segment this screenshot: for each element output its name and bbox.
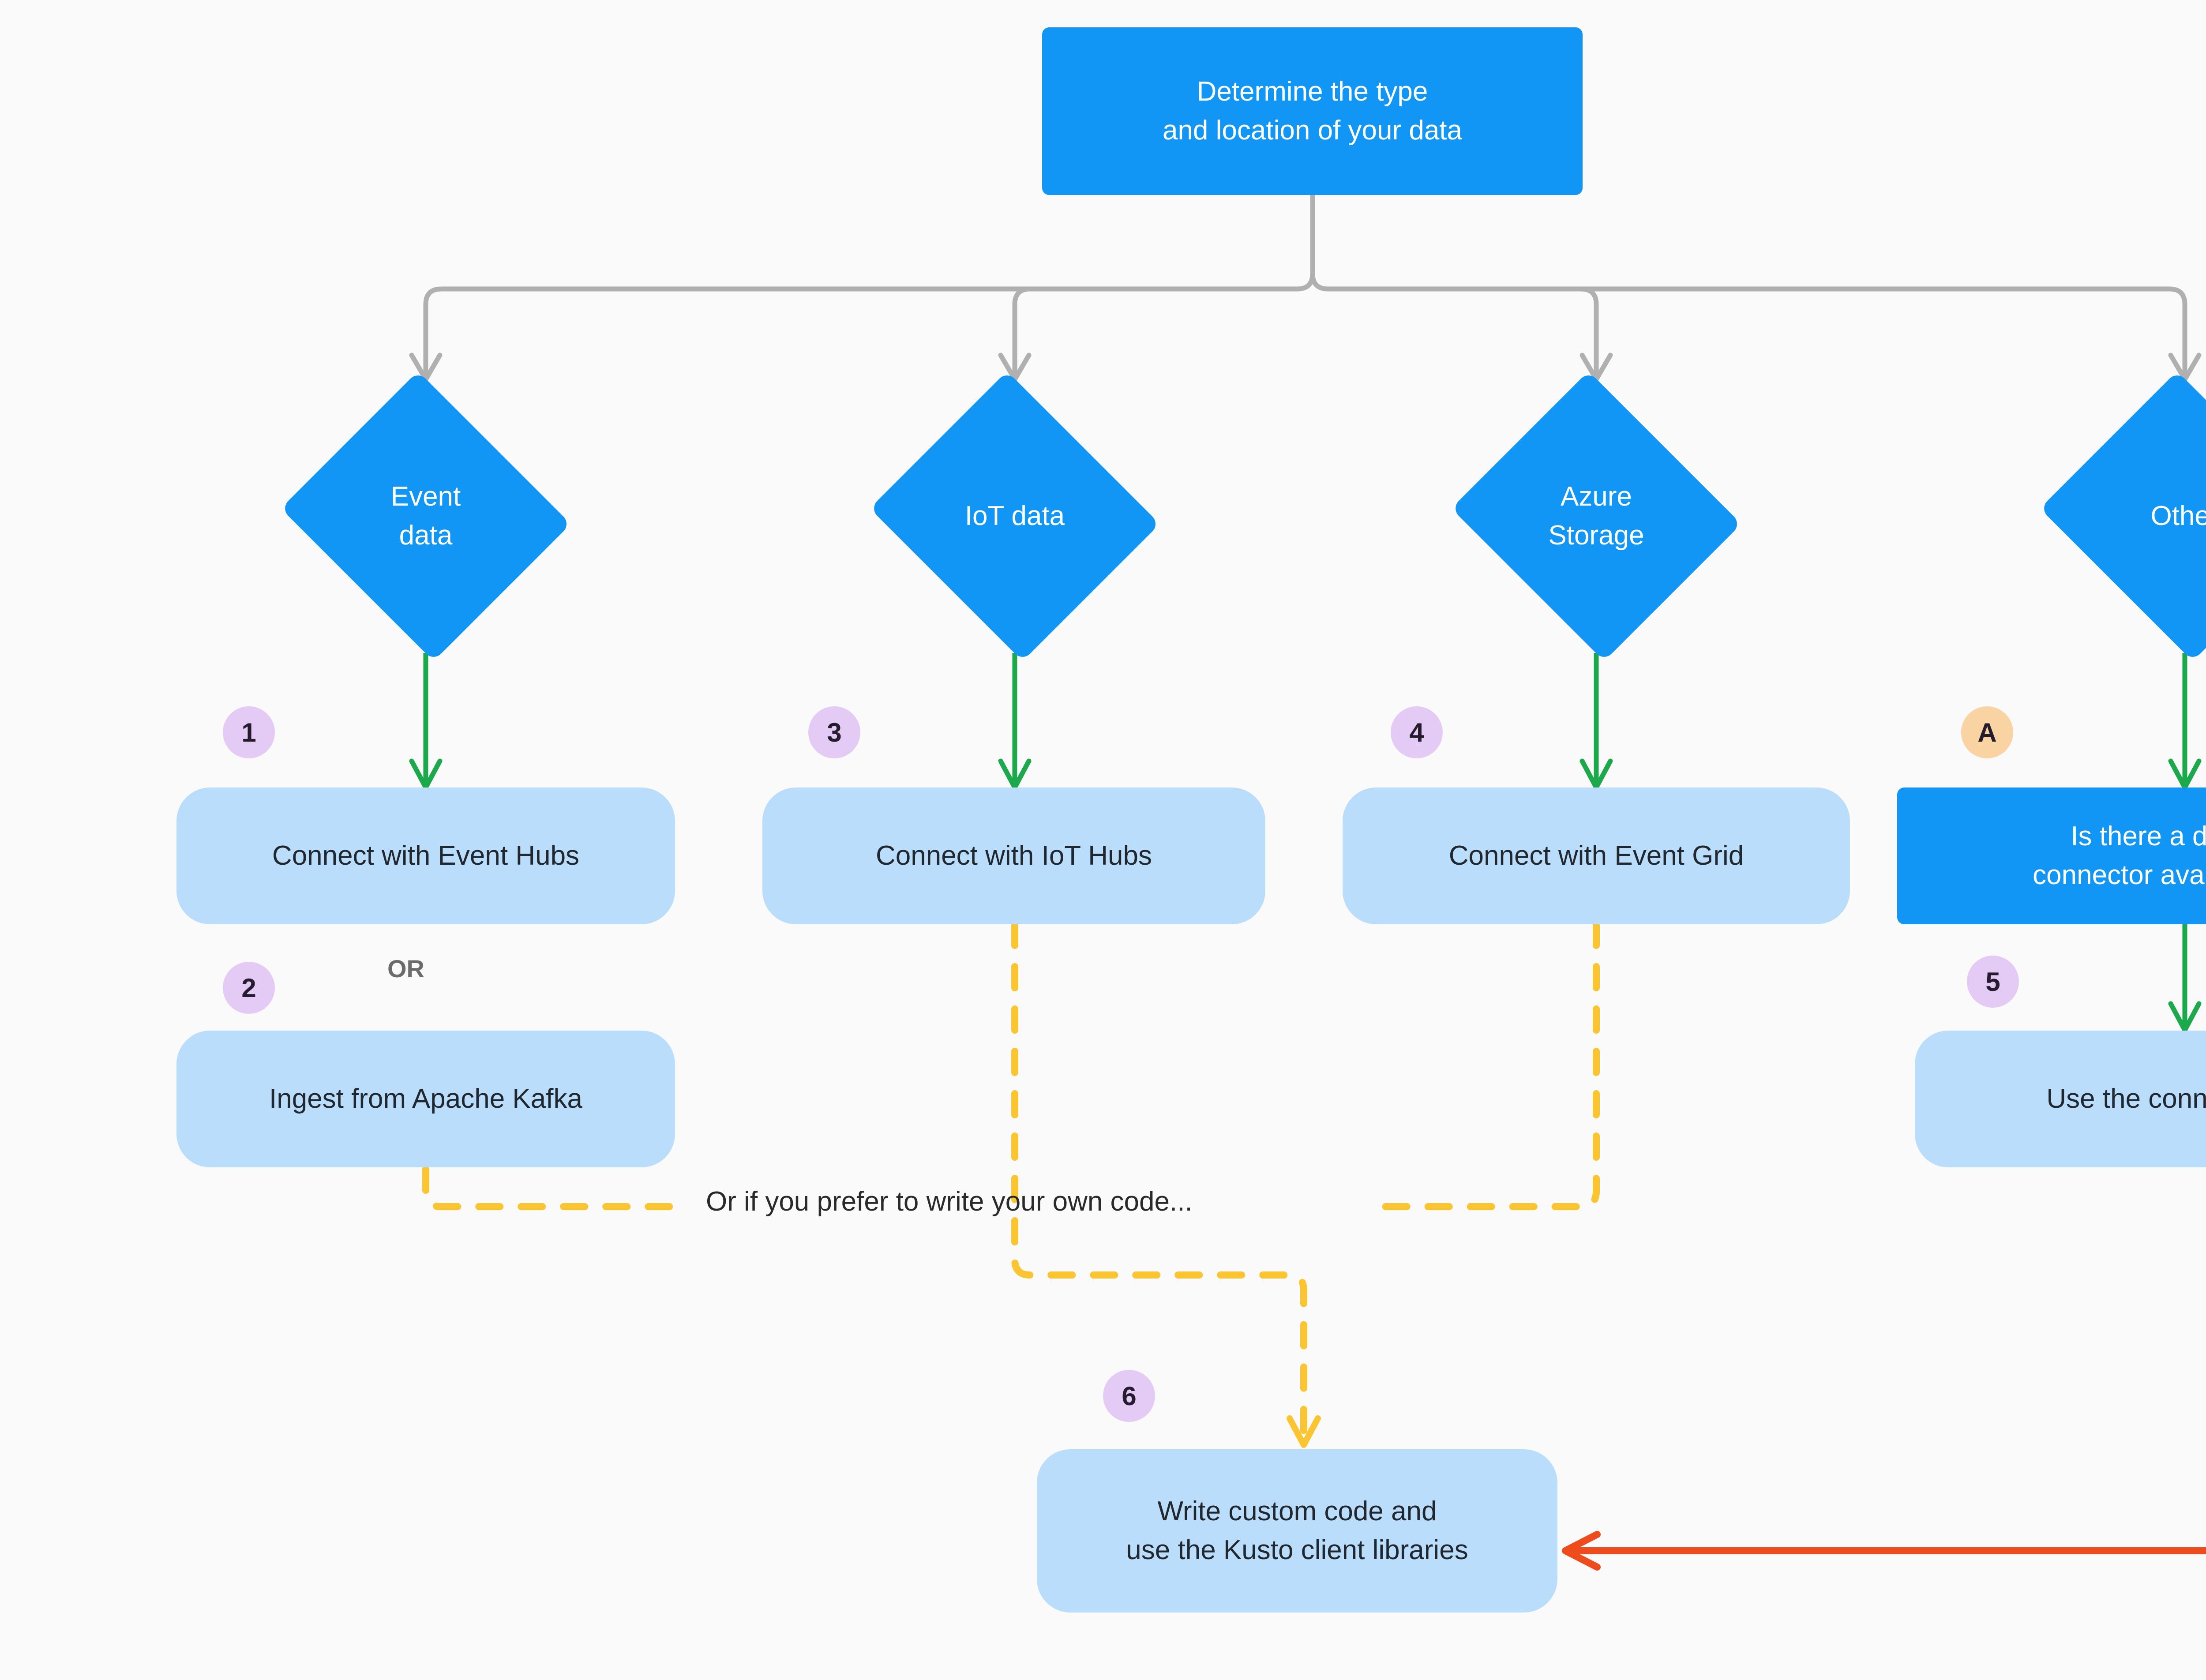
badge-step-2[interactable]: 2 (223, 962, 275, 1014)
node-data-connector-available[interactable]: Is there a data connector available? (1897, 788, 2206, 924)
node-connect-event-hubs-label: Connect with Event Hubs (272, 840, 580, 871)
edge-bus-right (1328, 286, 2187, 377)
node-event-data-label: Event data (390, 481, 461, 551)
node-data-connector-available-label: Is there a data connector available? (2033, 821, 2206, 890)
node-connect-iot-hubs[interactable]: Connect with IoT Hubs (762, 788, 1265, 924)
arrowhead-question (2168, 758, 2202, 790)
badge-step-5-label: 5 (1985, 967, 2000, 997)
edge-grid-dashed (1373, 921, 1600, 1210)
edge-bus-to-azure (1328, 286, 1599, 377)
node-other[interactable]: Other (2033, 371, 2206, 661)
node-azure-storage[interactable]: Azure Storage (1444, 371, 1748, 661)
node-connect-event-hubs[interactable]: Connect with Event Hubs (176, 788, 675, 924)
edge-root-stem (1310, 194, 1328, 292)
edge-bus-left (423, 286, 1297, 377)
badge-step-a-label: A (1977, 717, 1997, 747)
node-ingest-apache-kafka-label: Ingest from Apache Kafka (269, 1083, 582, 1114)
node-connect-event-grid-label: Connect with Event Grid (1448, 840, 1744, 871)
badge-step-6[interactable]: 6 (1103, 1370, 1155, 1422)
node-ingest-apache-kafka[interactable]: Ingest from Apache Kafka (176, 1031, 675, 1167)
badge-step-6-label: 6 (1122, 1381, 1137, 1411)
edge-no-red (1569, 1547, 2206, 1554)
arrowhead-use-connector (2168, 1001, 2202, 1033)
badge-step-4[interactable]: 4 (1391, 706, 1443, 758)
node-event-data[interactable]: Event data (274, 371, 578, 661)
edge-iot-dashed (1011, 921, 1307, 1448)
badge-step-5[interactable]: 5 (1967, 956, 2019, 1008)
node-connect-iot-hubs-label: Connect with IoT Hubs (875, 840, 1152, 871)
badge-step-2-label: 2 (241, 973, 256, 1003)
badge-step-1[interactable]: 1 (223, 706, 275, 758)
edge-root-stem-left (1297, 273, 1315, 292)
arrowhead-custom-code-dashed (1287, 1415, 1321, 1448)
arrowhead-iot-hubs (998, 758, 1032, 790)
edge-label-custom-code: Or if you prefer to write your own code.… (706, 1186, 1193, 1217)
badge-step-1-label: 1 (241, 717, 256, 747)
badge-step-a[interactable]: A (1961, 706, 2013, 758)
node-iot-data[interactable]: IoT data (863, 371, 1167, 661)
badge-step-3-label: 3 (827, 717, 842, 747)
node-root-label: Determine the type and location of your … (1162, 76, 1463, 146)
node-connect-event-grid[interactable]: Connect with Event Grid (1343, 788, 1850, 924)
edge-kafka-dashed (422, 1166, 692, 1210)
arrowhead-event-hubs (409, 758, 443, 790)
badge-step-3[interactable]: 3 (808, 706, 860, 758)
node-write-custom-code-label: Write custom code and use the Kusto clie… (1126, 1496, 1468, 1565)
badge-step-4-label: 4 (1409, 717, 1424, 747)
edge-label-or: OR (387, 955, 424, 982)
node-root[interactable]: Determine the type and location of your … (1042, 27, 1583, 195)
node-iot-data-label: IoT data (964, 500, 1065, 531)
edge-bus-to-iot (1012, 286, 1297, 377)
node-use-the-connector[interactable]: Use the connector (1915, 1031, 2206, 1167)
arrowhead-custom-code-red (1562, 1531, 1601, 1571)
node-other-label: Other (2150, 500, 2206, 531)
node-write-custom-code[interactable]: Write custom code and use the Kusto clie… (1037, 1449, 1557, 1612)
arrowhead-event-grid (1579, 758, 1613, 790)
node-use-the-connector-label: Use the connector (2046, 1083, 2206, 1114)
node-azure-storage-label: Azure Storage (1548, 481, 1644, 551)
